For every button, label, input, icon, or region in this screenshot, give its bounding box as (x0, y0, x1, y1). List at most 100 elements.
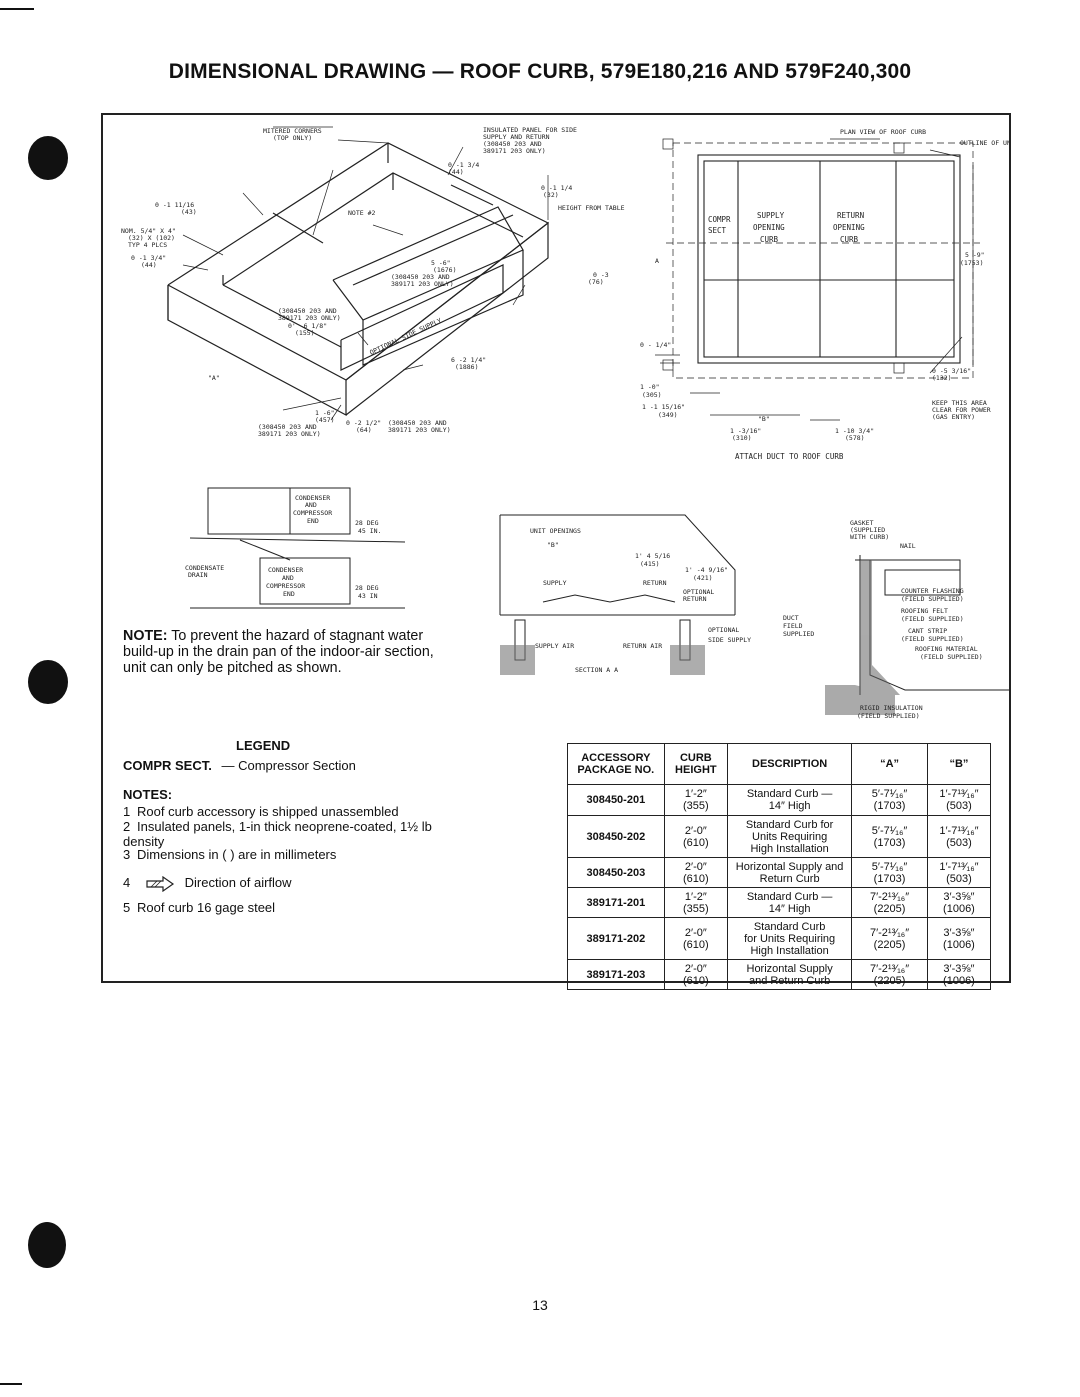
cell-curb-height-line: 2′-0″ (684, 860, 707, 873)
dim-mm44b: (44) (141, 261, 157, 269)
cell-a: 5′-7¹⁄₁₆″(1703) (851, 857, 928, 888)
label-and1: (308450 203 AND (483, 140, 542, 148)
cell-curb-height: 2′-0″(610) (663, 815, 729, 858)
label-return: RETURN (837, 211, 864, 220)
dim-0-1-34b: 0 -1 3/4" (131, 254, 166, 262)
cell-description-line: for Units Requiring (744, 932, 836, 945)
note-number: 3 (123, 847, 131, 862)
dim-5-6: 5 -6" (431, 259, 451, 267)
note-text: Insulated panels, 1-in thick neoprene-co… (123, 819, 432, 849)
pitch-note: NOTE: To prevent the hazard of stagnant … (123, 628, 443, 676)
cell-curb-height-line: 1′-2″ (684, 890, 707, 903)
cell-a: 7′-2¹³⁄₁₆″(2205) (851, 959, 928, 990)
label-condensate: CONDENSATE (185, 564, 224, 572)
cell-a: 5′-7¹⁄₁₆″(1703) (851, 784, 928, 816)
note-number: 1 (123, 804, 131, 819)
dim-1-1-1516: 1 -1 15/16" (642, 403, 685, 411)
cell-curb-height-line: (610) (682, 836, 709, 849)
dim-1-6: 1 -6" (315, 409, 335, 417)
dim-mm421: (421) (693, 574, 713, 582)
cell-description-line: 14″ High (768, 902, 811, 915)
label-counter-flashing: COUNTER FLASHING (901, 587, 964, 595)
label-condenser2: CONDENSER (268, 566, 303, 574)
cell-a-line: 7′-2¹³⁄₁₆″ (869, 890, 910, 903)
label-mitered: MITERED CORNERS (263, 127, 322, 135)
label-return-word: RETURN (643, 579, 667, 587)
label-return-air: RETURN AIR (623, 642, 662, 650)
cell-curb-height: 2′-0″(610) (663, 959, 729, 990)
dim-mm1753: (1753) (960, 259, 983, 267)
note-body: To prevent the hazard of stagnant water … (123, 628, 434, 676)
dim-mm32: (32) (543, 191, 559, 199)
cell-a-line: 7′-2¹³⁄₁₆″ (869, 926, 910, 939)
section-aa-drawing: UNIT OPENINGS "B" 1' 4 5/16 (415) 1' -4 … (499, 514, 751, 675)
cell-a-line: (2205) (873, 974, 906, 987)
dim-1-10-34: 1 -10 3/4" (835, 427, 874, 435)
cell-curb-height-line: 2′-0″ (684, 926, 707, 939)
legend-entry: COMPR SECT. — Compressor Section (123, 758, 356, 773)
label-and5: (308450 203 AND (388, 419, 447, 427)
label-curb-b: CURB (840, 235, 859, 244)
label-supply: SUPPLY (757, 211, 785, 220)
binder-hole (28, 1222, 66, 1268)
cell-description-line: Horizontal Supply and (735, 860, 844, 873)
binder-hole (28, 136, 68, 180)
cell-curb-height-line: (355) (682, 902, 709, 915)
cell-b-line: 1′-7¹³⁄₁₆″ (939, 824, 979, 837)
cell-b: 1′-7¹³⁄₁₆″(503) (926, 784, 992, 816)
label-only4: 389171 203 ONLY) (258, 430, 321, 438)
dim-0-6-18: 0' -6 1/8" (288, 322, 327, 330)
dim-mm457: (457) (315, 416, 335, 424)
label-field-supplied1: (FIELD SUPPLIED) (901, 595, 964, 603)
cell-b-line: 1′-7¹³⁄₁₆″ (939, 860, 979, 873)
cell-description: Standard Curb —14″ High (726, 887, 853, 918)
cell-description-line: Return Curb (759, 872, 820, 885)
cell-curb-height-line: (355) (682, 800, 709, 812)
note-text: Direction of airflow (184, 875, 292, 890)
label-typ: TYP 4 PLCS (128, 241, 167, 249)
cell-b-line: 1′-7¹³⁄₁₆″ (939, 788, 979, 800)
note-text: Dimensions in ( ) are in millimeters (137, 847, 337, 862)
dim-mm415: (415) (640, 560, 660, 568)
isometric-curb-drawing: MITERED CORNERS (TOP ONLY) INSULATED PAN… (121, 126, 625, 438)
cell-description-line: Standard Curb (753, 920, 826, 933)
label-28deg: 28 DEG (355, 519, 379, 527)
cell-description-line: Standard Curb — (746, 788, 833, 800)
cell-a-line: 5′-7¹⁄₁₆″ (871, 860, 908, 873)
label-plan-view: PLAN VIEW OF ROOF CURB (840, 128, 926, 136)
page-title: DIMENSIONAL DRAWING — ROOF CURB, 579E180… (168, 60, 912, 83)
notes-heading: NOTES: (123, 787, 173, 802)
label-with-curb: WITH CURB) (850, 533, 889, 541)
cell-a-line: (1703) (873, 800, 906, 812)
dim-0-1-14: 0 -1 1/4 (541, 184, 572, 192)
cell-b-line: (1006) (943, 974, 975, 987)
cell-a: 5′-7¹⁄₁₆″(1703) (851, 815, 928, 858)
dim-1-4-516: 1' 4 5/16 (635, 552, 670, 560)
label-height: HEIGHT FROM TABLE (558, 204, 625, 212)
cell-b: 3′-3⅝″(1006) (926, 917, 992, 960)
label-unit-openings: UNIT OPENINGS (530, 527, 581, 535)
label-only2: 389171 203 ONLY) (391, 280, 454, 288)
label-roofing-material: ROOFING MATERIAL (915, 645, 978, 653)
label-nail: NAIL (900, 542, 916, 550)
label-and-word2: AND (282, 574, 294, 582)
cell-b-line: 3′-3⅝″ (943, 962, 975, 975)
label-compressor2: COMPRESSOR (266, 582, 305, 590)
label-end: END (307, 517, 319, 525)
label-top-only: (TOP ONLY) (273, 134, 312, 142)
dim-mm578: (578) (845, 434, 865, 442)
legend-definition: — Compressor Section (221, 758, 356, 773)
cell-b: 1′-7¹³⁄₁₆″(503) (926, 815, 992, 858)
dim-mm76: (76) (588, 278, 604, 286)
pitch-diagram: CONDENSER AND COMPRESSOR END 28 DEG 45 I… (185, 487, 406, 609)
dim-1-316: 1 -3/16" (730, 427, 761, 435)
label-keep-area: KEEP THIS AREA (932, 399, 987, 407)
cell-a-line: 5′-7¹⁄₁₆″ (871, 824, 908, 837)
cell-package-line: 389171-202 (586, 932, 646, 945)
